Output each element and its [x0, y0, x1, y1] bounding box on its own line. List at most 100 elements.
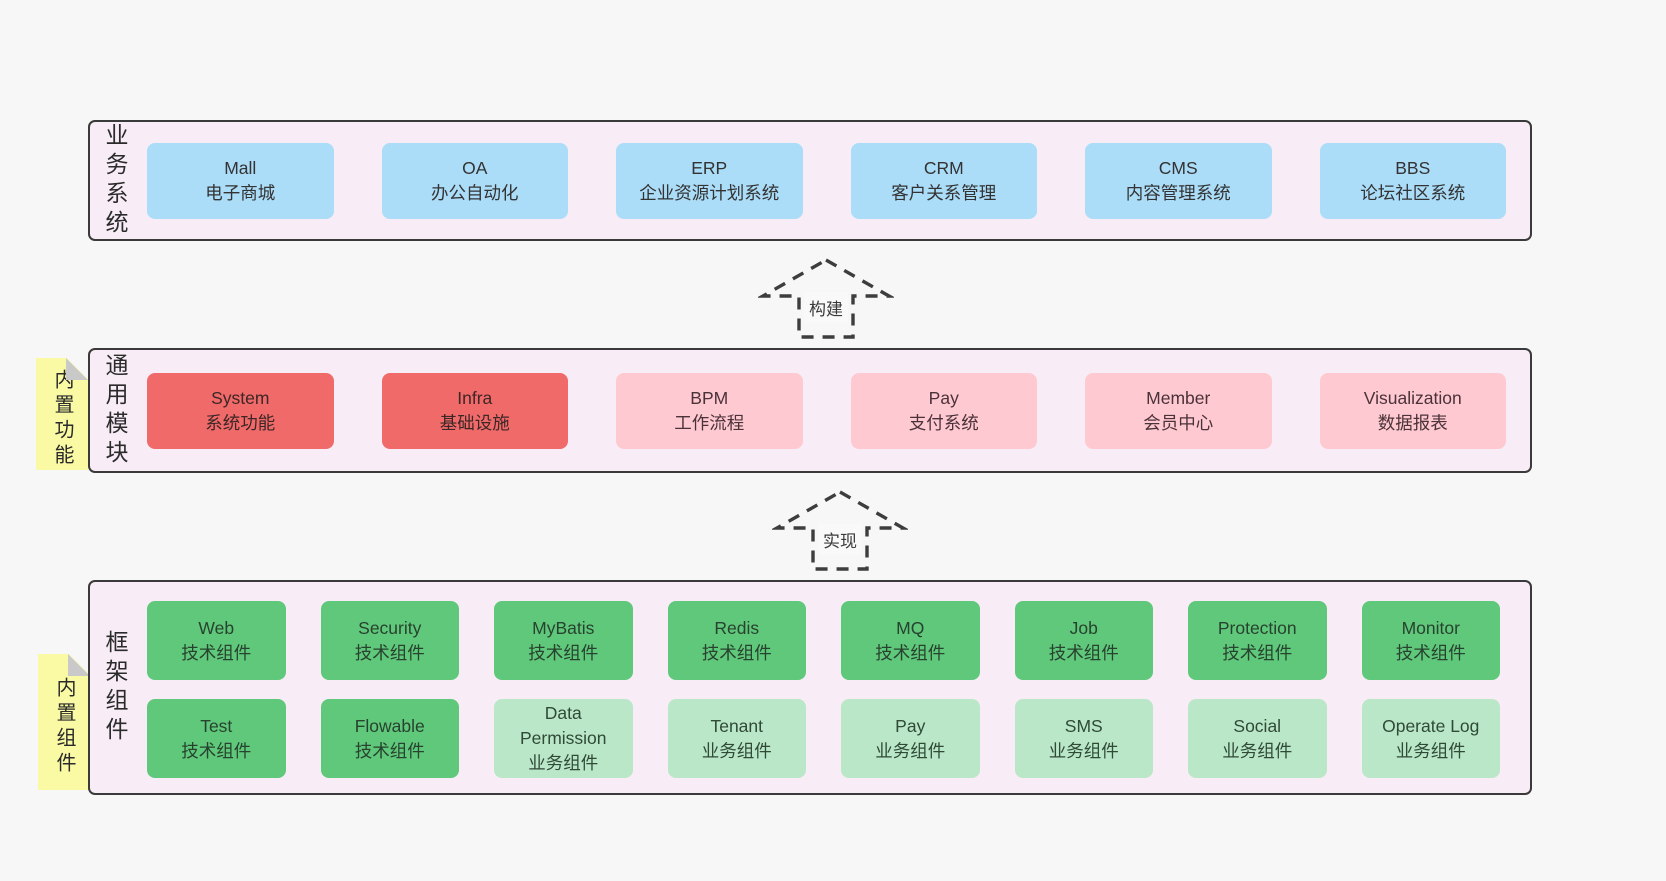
build-arrow-label: 构建 — [804, 292, 848, 323]
box-title: Web — [198, 617, 235, 638]
business-systems-layer: 业务系统 Mall 电子商城 OA 办公自动化 ERP 企业资源计划系统 CRM… — [88, 120, 1532, 241]
box-tenant: Tenant 业务组件 — [667, 699, 806, 778]
box-title: Pay — [928, 387, 959, 408]
box-subtitle: 支付系统 — [908, 412, 979, 433]
box-title: Infra — [457, 387, 493, 408]
sticky-note-text: 内置组件 — [53, 677, 75, 777]
box-title: Operate Log — [1382, 715, 1480, 736]
box-infra: Infra 基础设施 — [381, 372, 568, 449]
box-subtitle: 技术组件 — [528, 642, 599, 663]
box-member: Member 会员中心 — [1085, 372, 1272, 449]
box-title: OA — [462, 157, 488, 178]
box-subtitle: 数据报表 — [1377, 412, 1448, 433]
box-subtitle: 技术组件 — [1395, 642, 1466, 663]
box-subtitle: 技术组件 — [181, 642, 252, 663]
box-title: SMS — [1064, 715, 1103, 736]
module-boxes-row: System 系统功能 Infra 基础设施 BPM 工作流程 Pay 支付系统… — [147, 372, 1506, 449]
layer-label-business: 业务系统 — [102, 122, 128, 239]
box-visualization: Visualization 数据报表 — [1319, 372, 1506, 449]
box-subtitle: 系统功能 — [205, 412, 276, 433]
box-title: BBS — [1395, 157, 1431, 178]
box-subtitle: 技术组件 — [354, 642, 425, 663]
box-monitor: Monitor 技术组件 — [1361, 601, 1500, 680]
box-title: CMS — [1158, 157, 1198, 178]
box-bpm: BPM 工作流程 — [616, 372, 803, 449]
box-subtitle: 企业资源计划系统 — [639, 182, 780, 203]
box-title: ERP — [691, 157, 728, 178]
box-title: Security — [358, 617, 422, 638]
box-subtitle: 业务组件 — [1395, 740, 1466, 761]
box-title: System — [211, 387, 270, 408]
box-title: Social — [1233, 715, 1282, 736]
box-title: Pay — [895, 715, 926, 736]
box-title: Mall — [224, 157, 257, 178]
box-title: Flowable — [354, 715, 425, 736]
box-subtitle: 技术组件 — [875, 642, 946, 663]
build-arrow: 构建 — [758, 255, 894, 341]
box-title: Test — [200, 715, 233, 736]
box-subtitle: 业务组件 — [701, 740, 772, 761]
box-oa: OA 办公自动化 — [381, 142, 568, 219]
component-row-2: Test 技术组件 Flowable 技术组件 Data Permission … — [147, 699, 1500, 778]
box-title: Visualization — [1363, 387, 1462, 408]
box-mall: Mall 电子商城 — [147, 142, 334, 219]
dashed-up-arrow-icon — [758, 258, 894, 339]
sticky-note-text: 内置功能 — [51, 369, 73, 469]
box-subtitle: 业务组件 — [875, 740, 946, 761]
box-title: Tenant — [710, 715, 764, 736]
box-job: Job 技术组件 — [1014, 601, 1153, 680]
box-pay-component: Pay 业务组件 — [841, 699, 980, 778]
box-title: Job — [1069, 617, 1098, 638]
box-subtitle: 技术组件 — [354, 740, 425, 761]
component-boxes-grid: Web 技术组件 Security 技术组件 MyBatis 技术组件 Redi… — [147, 601, 1500, 778]
implement-arrow: 实现 — [772, 487, 908, 573]
box-system: System 系统功能 — [147, 372, 334, 449]
box-title: MyBatis — [532, 617, 595, 638]
sticky-note-built-in-features: 内置功能 — [36, 358, 88, 470]
box-mq: MQ 技术组件 — [841, 601, 980, 680]
box-subtitle: 论坛社区系统 — [1360, 182, 1466, 203]
box-security: Security 技术组件 — [320, 601, 459, 680]
box-title: Data Permission — [519, 703, 607, 749]
box-subtitle: 会员中心 — [1143, 412, 1214, 433]
component-row-1: Web 技术组件 Security 技术组件 MyBatis 技术组件 Redi… — [147, 601, 1500, 680]
box-data-permission: Data Permission 业务组件 — [494, 699, 633, 778]
sticky-note-built-in-components: 内置组件 — [38, 654, 90, 790]
layer-label-components: 框架组件 — [102, 629, 128, 746]
box-title: Protection — [1217, 617, 1297, 638]
box-pay-module: Pay 支付系统 — [850, 372, 1037, 449]
box-subtitle: 技术组件 — [181, 740, 252, 761]
layer-label-modules: 通用模块 — [102, 352, 128, 469]
box-title: Member — [1146, 387, 1211, 408]
box-title: Redis — [714, 617, 760, 638]
box-protection: Protection 技术组件 — [1188, 601, 1327, 680]
box-subtitle: 业务组件 — [1048, 740, 1119, 761]
box-subtitle: 工作流程 — [674, 412, 745, 433]
box-subtitle: 业务组件 — [528, 752, 599, 773]
box-redis: Redis 技术组件 — [667, 601, 806, 680]
box-mybatis: MyBatis 技术组件 — [494, 601, 633, 680]
box-subtitle: 内容管理系统 — [1125, 182, 1231, 203]
box-subtitle: 业务组件 — [1222, 740, 1293, 761]
box-title: MQ — [896, 617, 925, 638]
implement-arrow-label: 实现 — [818, 524, 862, 555]
box-subtitle: 技术组件 — [1048, 642, 1119, 663]
box-cms: CMS 内容管理系统 — [1085, 142, 1272, 219]
common-modules-layer: 通用模块 System 系统功能 Infra 基础设施 BPM 工作流程 Pay… — [88, 348, 1532, 473]
box-title: Monitor — [1401, 617, 1460, 638]
box-test: Test 技术组件 — [147, 699, 286, 778]
box-erp: ERP 企业资源计划系统 — [616, 142, 803, 219]
box-subtitle: 基础设施 — [439, 412, 510, 433]
box-subtitle: 客户关系管理 — [891, 182, 997, 203]
box-operate-log: Operate Log 业务组件 — [1361, 699, 1500, 778]
box-subtitle: 电子商城 — [205, 182, 276, 203]
box-crm: CRM 客户关系管理 — [850, 142, 1037, 219]
box-bbs: BBS 论坛社区系统 — [1319, 142, 1506, 219]
framework-components-layer: 框架组件 Web 技术组件 Security 技术组件 MyBatis 技术组件… — [88, 580, 1532, 795]
business-boxes-row: Mall 电子商城 OA 办公自动化 ERP 企业资源计划系统 CRM 客户关系… — [147, 142, 1506, 219]
box-subtitle: 办公自动化 — [431, 182, 519, 203]
dashed-up-arrow-icon — [772, 490, 908, 571]
box-flowable: Flowable 技术组件 — [320, 699, 459, 778]
box-subtitle: 技术组件 — [701, 642, 772, 663]
box-subtitle: 技术组件 — [1222, 642, 1293, 663]
